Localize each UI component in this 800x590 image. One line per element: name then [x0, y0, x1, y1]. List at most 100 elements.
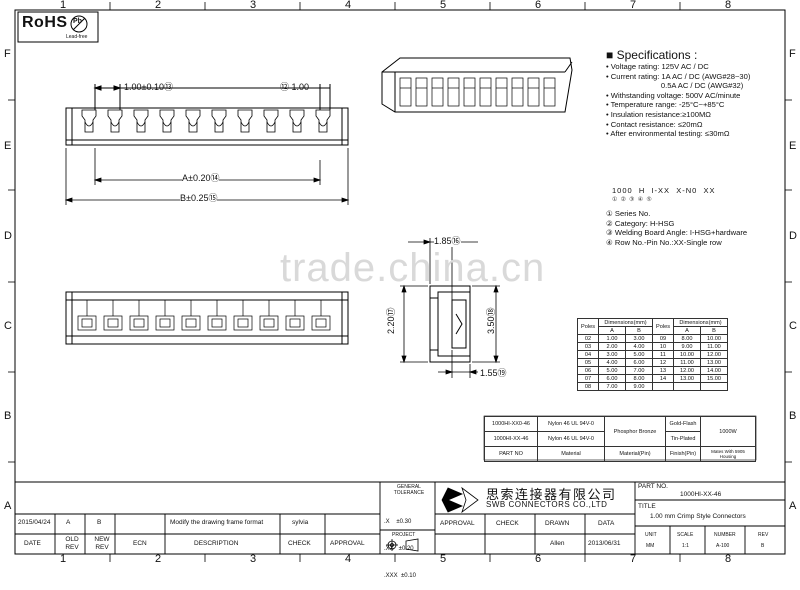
company-name-en: SWB CONNECTORS CO.,LTD: [486, 500, 608, 509]
dim-table-cell: 4.00: [598, 358, 626, 367]
zone-row-d: D: [4, 230, 12, 242]
iso-slot: [431, 77, 444, 107]
contact-spring: [136, 121, 146, 127]
dim-table-cell: 10.00: [700, 334, 728, 343]
mat-header: PART NO: [484, 446, 538, 462]
rohs-label: RoHS: [22, 14, 68, 31]
contact-cavity: [81, 109, 97, 133]
zone-col-8-bottom: 8: [725, 553, 732, 565]
scale-value: 1:1: [682, 543, 689, 549]
side-view: [429, 285, 471, 363]
height-dimension: 2.20⑰: [384, 307, 397, 334]
contact-spring: [214, 121, 224, 127]
contact-cavity: [315, 109, 331, 133]
dim-table-cell: 8.00: [673, 334, 701, 343]
pitch-value: 1.00±0.10: [124, 82, 164, 92]
dim-table-cell: 15.00: [700, 374, 728, 383]
spec-voltage: Voltage rating: 125V AC / DC: [610, 62, 709, 71]
dim-table-cell: 7.00: [598, 382, 626, 391]
col-b-2: B: [700, 326, 728, 335]
dim-table-cell: 10.00: [673, 350, 701, 359]
bottom-slot: [311, 315, 331, 331]
bottom-slot: [155, 315, 175, 331]
col-dims-2: Dimensions(mm): [673, 318, 728, 327]
dim-table-cell: 12.00: [673, 366, 701, 375]
zone-col-2-bottom: 2: [155, 553, 162, 565]
no-lead-icon: [70, 15, 88, 33]
dim-table-cell: 13.00: [700, 358, 728, 367]
spec-item: • Temperature range: -25°C~+85°C: [606, 100, 725, 110]
pn-legend-item: ② Category: H-HSG: [606, 218, 675, 228]
dim-table-cell: 6.00: [625, 358, 653, 367]
bottom-slot: [181, 315, 201, 331]
height-flag: ⑰: [386, 307, 396, 317]
pn-legend-item: ③ Welding Board Angle: I-HSG+hardware: [606, 228, 748, 238]
drawn-label: DRAWN: [545, 520, 570, 527]
approval-label: APPROVAL: [440, 520, 475, 527]
dim-table-cell: [673, 382, 701, 391]
bottom-slot-inner: [211, 318, 223, 328]
contact-cavity: [237, 109, 253, 133]
bottom-dimension: 1.55⑲: [480, 366, 507, 379]
part-number-markers: ①②③④⑤: [612, 197, 655, 203]
bottom-view-slots: [77, 300, 331, 331]
zone-col-7-bottom: 7: [630, 553, 637, 565]
end-flag: ⑫: [280, 82, 290, 92]
part-no-value: 1000HI-XX-46: [680, 491, 722, 498]
bottom-slot-inner: [237, 318, 249, 328]
unit-label: UNIT: [645, 532, 657, 538]
hdr-description: DESCRIPTION: [194, 540, 239, 547]
spec-current-2: 0.5A AC / DC (AWG#32): [610, 81, 744, 91]
dim-table-cell: 1.00: [598, 334, 626, 343]
zone-row-a: A: [4, 500, 12, 512]
front-view-cavities: [81, 109, 331, 133]
depth-value: 3.50: [486, 316, 496, 334]
company-logo-icon: [441, 486, 479, 514]
dim-table-cell: 6.00: [598, 374, 626, 383]
contact-cavity: [185, 109, 201, 133]
hdr-date: DATE: [24, 540, 41, 547]
isometric-view: [381, 57, 573, 113]
scale-label: SCALE: [677, 532, 694, 538]
b-dimension: B±0.25⑮: [180, 191, 218, 204]
dim-table-cell: 8.00: [625, 374, 653, 383]
iso-slot: [543, 77, 556, 107]
spec-contact: Contact resistance: ≤20mΩ: [610, 119, 703, 129]
contact-cavity: [211, 109, 227, 133]
dim-table-cell: 11.00: [700, 342, 728, 351]
col-a: A: [598, 326, 626, 335]
title-value: 1.00 mm Crimp Style Connectors: [650, 513, 746, 520]
spec-item: 0.5A AC / DC (AWG#32): [606, 81, 750, 91]
bottom-slot: [207, 315, 227, 331]
pitch-dimension: 1.00±0.10⑬: [124, 80, 173, 93]
dim-table-cell: 03: [577, 342, 599, 351]
zone-ticks: [8, 2, 792, 562]
depth-flag: ⑱: [486, 307, 496, 317]
spec-insulation: Insulation resistance:≥100MΩ: [610, 109, 711, 119]
spec-after-env: After environmental testing: ≤30mΩ: [610, 129, 730, 139]
contact-cavity: [263, 109, 279, 133]
specifications-title-text: Specifications :: [616, 48, 698, 62]
mat-header: Finish(Pin): [665, 446, 701, 462]
dim-table-cell: 5.00: [625, 350, 653, 359]
dim-table-cell: 4.00: [625, 342, 653, 351]
watermark: trade.china.cn: [280, 246, 546, 290]
number-label: NUMBER: [714, 532, 736, 538]
projection-icon: [386, 538, 419, 552]
dim-table-cell: 08: [577, 382, 599, 391]
tolerance-item: .XXX ±0.10: [384, 573, 416, 579]
dim-table-cell: 13: [652, 366, 674, 375]
end-dimension: ⑫ 1.00: [280, 80, 309, 93]
dim-table-cell: 11.00: [673, 358, 701, 367]
mat-part-no: 1000HI-XX-46: [484, 431, 538, 447]
bottom-slot: [285, 315, 305, 331]
contact-cavity: [159, 109, 175, 133]
bottom-slot: [103, 315, 123, 331]
hdr-ecn: ECN: [133, 540, 147, 547]
unit-value: MM: [646, 543, 655, 549]
part-number-legend: ① Series No. ② Category: H-HSG ③ Welding…: [606, 209, 747, 247]
drawn-date: 2013/06/31: [588, 540, 621, 547]
